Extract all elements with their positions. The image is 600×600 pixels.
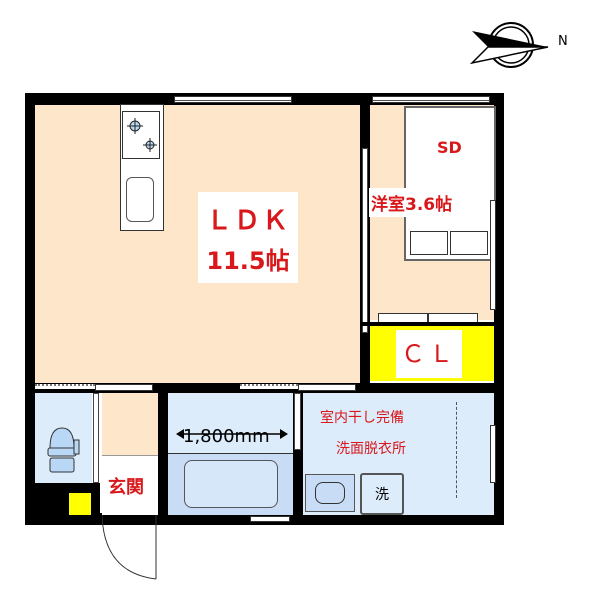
bath-dimension-arrow — [176, 424, 288, 439]
bed-pillow-left — [410, 231, 448, 255]
wall-bath-wash — [293, 393, 303, 515]
stove — [122, 111, 160, 159]
washroom-line1: 室内干し完備 — [320, 410, 404, 426]
washroom-window — [490, 425, 496, 483]
bath-dressing-strip — [168, 393, 293, 453]
door-swing-icon — [101, 514, 157, 580]
double-arrow-icon — [176, 429, 288, 439]
western-room-label: 洋室3.6帖 — [369, 188, 455, 217]
closet-wall-top — [360, 322, 504, 326]
bath-window — [250, 516, 290, 522]
north-arrow-icon — [469, 22, 549, 68]
compass-label: N — [558, 34, 568, 49]
toilet-sliding-door[interactable] — [93, 393, 99, 483]
closet-label: ＣＬ — [396, 330, 462, 378]
entrance — [102, 455, 158, 515]
outer-wall-right — [494, 93, 504, 525]
bed-pillow-right — [450, 231, 488, 255]
outer-wall-left — [25, 93, 35, 525]
hall-opening — [95, 384, 153, 391]
hallway — [102, 393, 158, 455]
ldk-window — [174, 96, 292, 103]
storage-door-label: SD — [437, 138, 462, 157]
ldk-name: ＬＤＫ — [205, 206, 290, 236]
washroom-opening — [298, 384, 356, 391]
toilet-door-top[interactable] — [35, 384, 95, 389]
western-side-window — [490, 200, 496, 310]
ldk-label-box: ＬＤＫ 11.5帖 — [198, 192, 298, 283]
meter-box — [69, 493, 91, 515]
washroom-line2: 洗面脱衣所 — [336, 441, 406, 457]
toilet-bowl-icon — [47, 427, 80, 473]
ldk-room — [35, 105, 360, 383]
washing-machine: 洗 — [360, 473, 404, 515]
bath-door[interactable] — [294, 393, 301, 450]
bath-dimension: 1,800mm — [183, 426, 270, 447]
basin-bowl — [315, 482, 345, 504]
compass: N — [469, 18, 580, 78]
wall-entrance-bath — [158, 383, 168, 525]
washroom-door-top[interactable] — [240, 384, 298, 389]
toilet-icon — [46, 426, 80, 474]
ldk-size: 11.5帖 — [206, 247, 290, 275]
washer-label: 洗 — [375, 487, 389, 503]
drying-pole — [456, 402, 457, 498]
western-window — [372, 96, 490, 103]
wash-basin — [305, 474, 355, 512]
front-door[interactable] — [101, 514, 158, 580]
western-sliding-door[interactable] — [362, 148, 368, 333]
kitchen-sink — [126, 177, 154, 222]
burner-icon — [127, 118, 157, 152]
entrance-label: 玄関 — [108, 477, 144, 498]
bathtub — [184, 460, 278, 508]
